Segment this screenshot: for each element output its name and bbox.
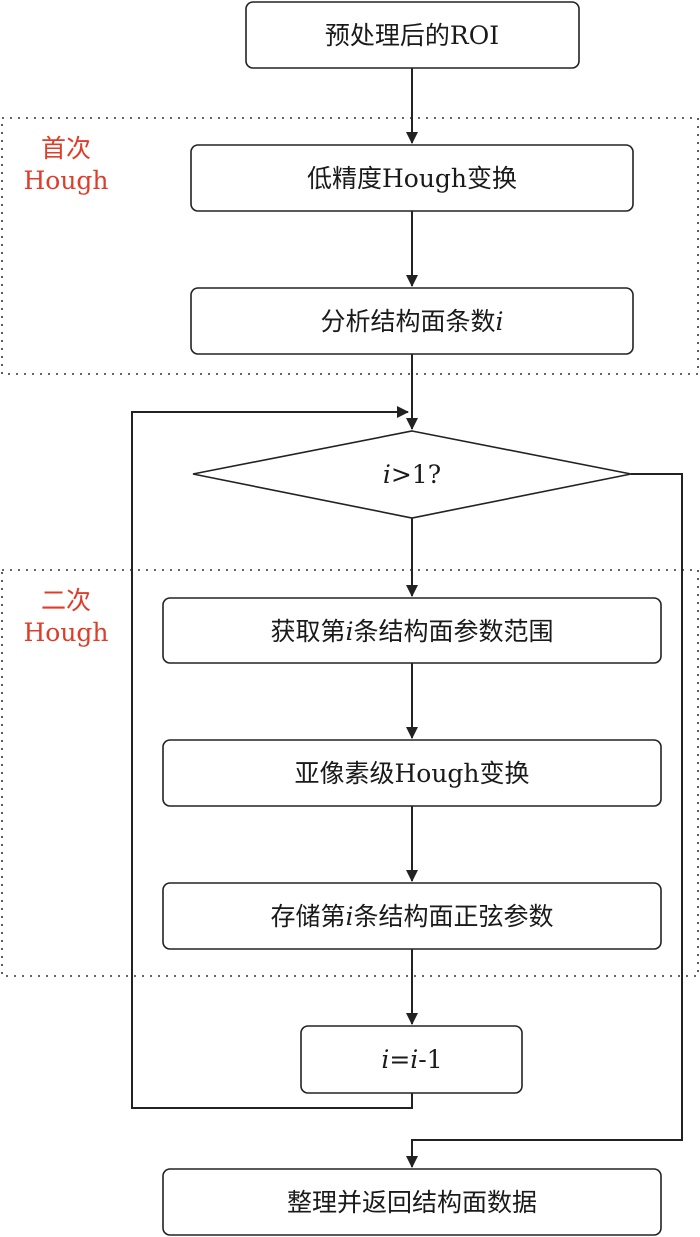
node-roi-label: 预处理后的ROI [325,21,499,50]
node-decrement [300,1025,523,1094]
first-hough-label-line2: Hough [23,166,108,195]
node-low-precision-hough [190,144,634,212]
node-decision-label: i>1? [383,460,441,489]
second-hough-group-frame [1,569,699,977]
edge-loop-back [131,406,413,1109]
node-roi [245,1,580,69]
node-low-precision-hough-label: 低精度Hough变换 [307,164,517,193]
node-get-range-label: 获取第i条结构面参数范围 [270,617,553,646]
node-analyze [190,287,634,355]
node-subpixel-hough-label: 亚像素级Hough变换 [294,759,529,788]
first-hough-group-frame [1,117,699,375]
node-analyze-label: 分析结构面条数i [320,307,503,336]
node-get-range [162,597,662,664]
edge-decision-to-result [406,473,683,1168]
node-store [162,882,662,950]
second-hough-label-line2: Hough [23,618,108,647]
node-decision [192,430,632,519]
node-subpixel-hough [162,739,662,807]
first-hough-label-line1: 首次 [41,134,91,163]
node-result-label: 整理并返回结构面数据 [287,1188,537,1217]
node-store-label: 存储第i条结构面正弦参数 [270,902,553,931]
second-hough-label-line1: 二次 [41,586,91,615]
node-result [162,1168,662,1236]
node-decrement-label: i=i-1 [381,1045,442,1074]
